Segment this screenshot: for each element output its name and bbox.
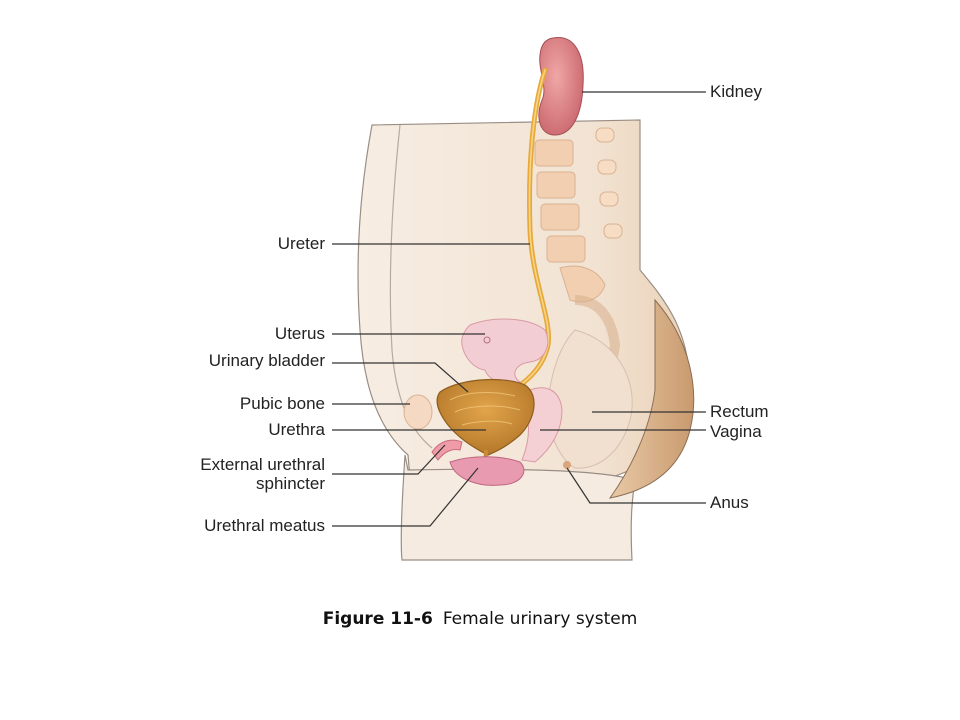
label-vagina: Vagina bbox=[710, 422, 762, 441]
label-external-urethral: External urethral bbox=[200, 455, 325, 474]
figure-number: Figure 11-6 bbox=[322, 609, 433, 629]
figure-caption: Figure 11-6 Female urinary system bbox=[0, 609, 960, 629]
sphincter-shape bbox=[431, 439, 463, 461]
kidney-shape bbox=[538, 37, 584, 136]
label-pubic-bone: Pubic bone bbox=[239, 394, 325, 413]
label-urethral-meatus: Urethral meatus bbox=[204, 516, 325, 535]
label-anus: Anus bbox=[710, 493, 749, 512]
label-urinary-bladder: Urinary bladder bbox=[208, 351, 325, 370]
label-rectum: Rectum bbox=[710, 402, 769, 421]
rectum-shape bbox=[547, 329, 633, 469]
label-uterus: Uterus bbox=[274, 324, 325, 343]
pubic-bone-shape bbox=[403, 394, 433, 430]
label-ureter: Ureter bbox=[277, 234, 325, 253]
label-urethra: Urethra bbox=[268, 420, 325, 439]
bladder-shape bbox=[436, 378, 535, 456]
label-sphincter: sphincter bbox=[256, 474, 325, 493]
figure-title: Female urinary system bbox=[442, 609, 638, 629]
spine bbox=[534, 127, 623, 395]
label-kidney: Kidney bbox=[710, 82, 762, 101]
uterus-shape bbox=[461, 318, 549, 385]
leader-lines bbox=[332, 91, 706, 527]
